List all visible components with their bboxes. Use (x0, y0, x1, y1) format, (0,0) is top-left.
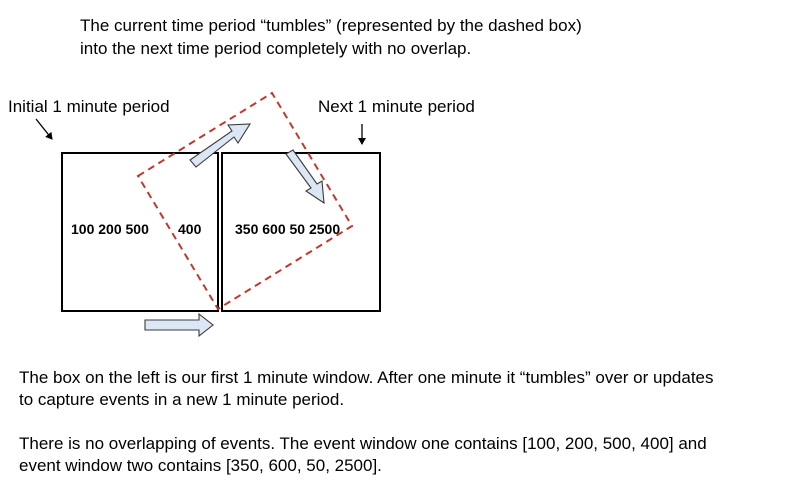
next-window-values: 350 600 50 2500 (235, 221, 341, 237)
description-paragraph-1: The box on the left is our first 1 minut… (19, 367, 789, 411)
description-paragraph-1-line-2: to capture events in a new 1 minute peri… (19, 390, 345, 409)
right-arrow (144, 312, 214, 338)
top-caption-line-2: into the next time period completely wit… (80, 39, 472, 58)
initial-period-label: Initial 1 minute period (8, 97, 170, 116)
description-paragraph-2-line-1: There is no overlapping of events. The e… (19, 434, 707, 453)
initial-window-value-tumbling: 400 (178, 221, 202, 237)
top-caption: The current time period “tumbles” (repre… (80, 14, 700, 60)
initial-window-box (61, 152, 219, 312)
initial-pointer-line (35, 118, 53, 140)
next-period-label: Next 1 minute period (318, 97, 475, 116)
description-paragraph-2-line-2: event window two contains [350, 600, 50,… (19, 456, 382, 475)
tumbling-dashed-box (136, 91, 354, 311)
next-window-box (221, 152, 381, 312)
up-right-arrow (189, 123, 252, 168)
description-paragraph-1-line-1: The box on the left is our first 1 minut… (19, 368, 714, 387)
top-caption-line-1: The current time period “tumbles” (repre… (80, 16, 582, 35)
down-right-arrow (285, 149, 325, 205)
description-paragraph-2: There is no overlapping of events. The e… (19, 433, 789, 477)
initial-window-values: 100 200 500 (71, 221, 149, 237)
